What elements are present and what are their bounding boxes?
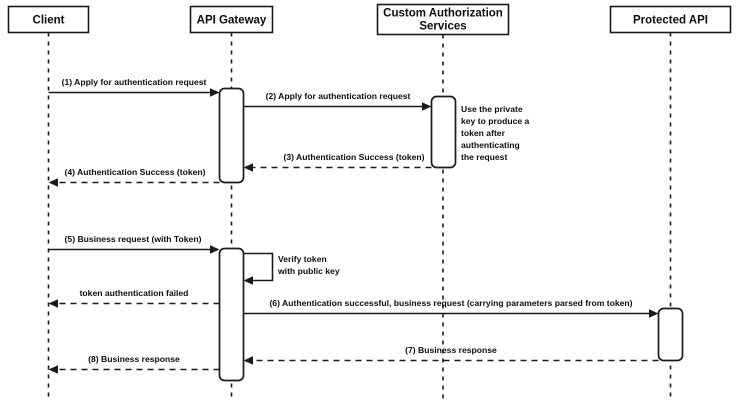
message-7-label: (7) Business response bbox=[405, 345, 497, 355]
message-token-authentication-failed-arrowhead bbox=[48, 299, 58, 308]
message-6-label: (6) Authentication successful, business … bbox=[269, 298, 632, 308]
activation-api-gateway-auth bbox=[218, 87, 245, 184]
message-1-arrowhead bbox=[210, 88, 220, 97]
message-self-verify-token-label-line2: with public key bbox=[277, 266, 340, 276]
participant-label-client: Client bbox=[33, 15, 65, 27]
message-self-verify-token[interactable]: Verify token with public key bbox=[243, 252, 340, 285]
participant-label-protected-api: Protected API bbox=[633, 15, 708, 27]
participant-box-protected-api bbox=[609, 5, 732, 34]
message-3-label: (3) Authentication Success (token) bbox=[283, 152, 424, 162]
participant-header-api-gateway[interactable]: API Gateway bbox=[189, 5, 274, 34]
activation-custom-auth bbox=[430, 95, 457, 169]
message-8-arrowhead bbox=[48, 365, 58, 374]
participant-label-custom-auth-line2: Services bbox=[419, 21, 466, 33]
participant-header-protected-api[interactable]: Protected API bbox=[609, 5, 732, 34]
activation-protected-api bbox=[657, 307, 684, 362]
message-token-authentication-failed-label: token authentication failed bbox=[80, 288, 189, 298]
message-self-verify-token-label-line1: Verify token bbox=[278, 254, 327, 264]
message-4-arrowhead bbox=[48, 178, 58, 187]
message-2-label: (2) Apply for authentication request bbox=[266, 91, 411, 101]
participant-label-api-gateway: API Gateway bbox=[197, 15, 267, 27]
message-1-label: (1) Apply for authentication request bbox=[62, 77, 207, 87]
message-8[interactable]: (8) Business response bbox=[48, 354, 220, 374]
participant-label-custom-auth-line1: Custom Authorization bbox=[383, 8, 503, 20]
note-private-key-line-4: authenticating bbox=[461, 140, 520, 150]
note-private-key-line-1: Use the private bbox=[461, 104, 523, 114]
message-8-label: (8) Business response bbox=[88, 354, 180, 364]
message-token-authentication-failed[interactable]: token authentication failed bbox=[48, 288, 220, 308]
message-7[interactable]: (7) Business response bbox=[243, 345, 659, 365]
note-private-key: Use the private key to produce a token a… bbox=[461, 104, 530, 162]
activation-api-gateway-business bbox=[218, 247, 245, 382]
participant-header-custom-auth[interactable]: Custom Authorization Services bbox=[376, 3, 510, 36]
message-3-arrowhead bbox=[243, 163, 253, 172]
message-6[interactable]: (6) Authentication successful, business … bbox=[243, 298, 659, 318]
message-2-arrowhead bbox=[422, 102, 432, 111]
message-4[interactable]: (4) Authentication Success (token) bbox=[48, 167, 220, 187]
note-private-key-line-2: key to produce a bbox=[461, 116, 530, 126]
message-7-arrowhead bbox=[243, 356, 253, 365]
participant-header-client[interactable]: Client bbox=[7, 5, 90, 34]
message-5-label: (5) Business request (with Token) bbox=[65, 234, 202, 244]
message-6-arrowhead bbox=[649, 309, 659, 318]
message-self-verify-token-arrowhead bbox=[243, 276, 253, 285]
message-3[interactable]: (3) Authentication Success (token) bbox=[243, 152, 432, 172]
note-private-key-line-3: token after bbox=[461, 128, 506, 138]
message-self-verify-token-line bbox=[243, 252, 274, 282]
note-private-key-line-5: the request bbox=[461, 152, 507, 162]
message-5[interactable]: (5) Business request (with Token) bbox=[48, 234, 220, 254]
message-2[interactable]: (2) Apply for authentication request bbox=[243, 91, 432, 111]
message-1[interactable]: (1) Apply for authentication request bbox=[48, 77, 220, 97]
message-4-label: (4) Authentication Success (token) bbox=[64, 167, 205, 177]
message-5-arrowhead bbox=[210, 245, 220, 254]
